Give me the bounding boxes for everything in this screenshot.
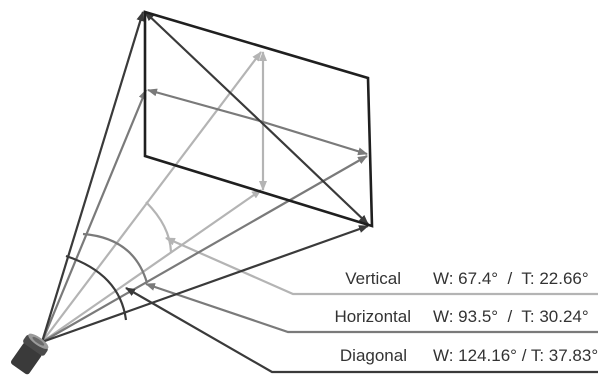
horizontal-rays bbox=[40, 88, 598, 343]
diagonal-center-arrow-down bbox=[259, 120, 369, 225]
horizontal-angle-arc bbox=[82, 232, 149, 284]
vertical-rays bbox=[41, 51, 598, 343]
horizontal-ray-right bbox=[41, 155, 368, 343]
vertical-label: Vertical bbox=[345, 269, 401, 288]
horizontal-ray-left bbox=[40, 89, 148, 343]
horizontal-center-arrow-left bbox=[147, 88, 261, 123]
diagonal-ray-top bbox=[40, 11, 145, 343]
diagonal-label: Diagonal bbox=[340, 346, 407, 365]
diagonal-leader-line bbox=[125, 287, 598, 374]
vertical-angle-arc bbox=[145, 201, 173, 253]
diagonal-rays bbox=[40, 11, 598, 374]
screen-frame bbox=[143, 10, 374, 228]
horizontal-center-arrow-right bbox=[259, 119, 368, 156]
horizontal-leader-line bbox=[145, 282, 598, 334]
vertical-ray-bottom bbox=[41, 189, 262, 343]
vertical-leader-line bbox=[165, 236, 598, 296]
vertical-value: W: 67.4° / T: 22.66° bbox=[433, 269, 589, 288]
camera-icon bbox=[10, 333, 49, 375]
diagonal-ray-bottom bbox=[41, 224, 369, 344]
diagonal-angle-arc bbox=[65, 254, 128, 321]
vertical-ray-top bbox=[41, 51, 262, 343]
horizontal-value: W: 93.5° / T: 30.24° bbox=[433, 307, 589, 326]
diagonal-center-arrow-up bbox=[144, 11, 261, 122]
horizontal-label: Horizontal bbox=[334, 307, 411, 326]
diagonal-value: W: 124.16° / T: 37.83° bbox=[433, 346, 598, 365]
